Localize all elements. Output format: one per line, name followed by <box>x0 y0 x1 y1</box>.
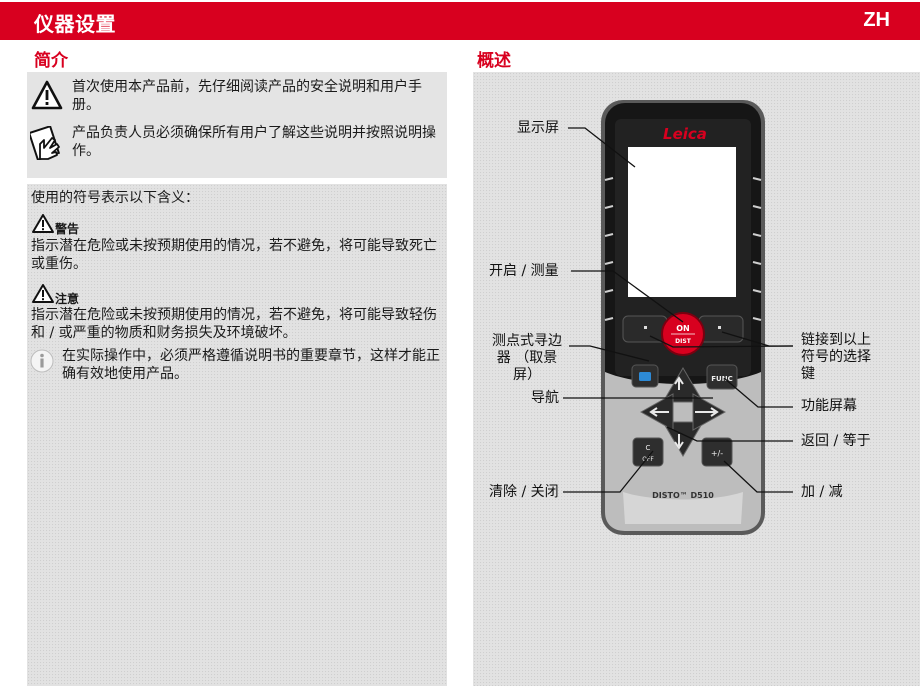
func-leader <box>723 377 793 408</box>
label-on-measure: 开启 / 测量 <box>489 263 559 279</box>
model-name: DISTO™ D510 <box>652 491 714 500</box>
off-key-label: OFF <box>642 456 654 463</box>
overview-heading: 概述 <box>477 51 511 71</box>
label-select-keys: 链接到以上符号的选择键 <box>801 332 871 382</box>
select-keys-leader-2 <box>649 335 794 348</box>
page-title: 仪器设置 <box>34 12 116 36</box>
warning-triangle-icon <box>31 80 63 110</box>
caution-text: 指示潜在危险或未按预期使用的情况，若不避免，将可能导致轻伤和 / 或严重的物质和… <box>31 307 437 341</box>
device-illustration: Leica ON DIST FUNC <box>563 100 794 535</box>
clear-key-label: C <box>646 444 651 452</box>
display-leader <box>568 127 636 168</box>
intro-panel: 首次使用本产品前，先仔细阅读产品的安全说明和用户手册。 产品负责人员必须确保所有… <box>27 72 447 178</box>
intro-text-1: 首次使用本产品前，先仔细阅读产品的安全说明和用户手册。 <box>72 79 422 113</box>
symbols-intro: 使用的符号表示以下含义： <box>31 190 199 206</box>
clear-off-key[interactable] <box>632 437 664 467</box>
display-screen <box>628 147 736 297</box>
label-function-screen: 功能屏幕 <box>801 398 857 414</box>
caution-icon <box>32 284 54 303</box>
caution-label: 注意 <box>55 292 80 306</box>
camera-icon <box>639 372 651 381</box>
warning-label: 警告 <box>55 222 80 236</box>
clear-off-leader <box>563 450 654 493</box>
header-bar: 仪器设置 ZH <box>0 2 920 40</box>
language-code: ZH <box>863 9 890 31</box>
warning-text: 指示潜在危险或未按预期使用的情况，若不避免，将可能导致死亡或重伤。 <box>31 238 437 272</box>
label-back-equal: 返回 / 等于 <box>801 433 871 449</box>
warning-icon <box>32 214 54 233</box>
overview-panel: Leica ON DIST FUNC <box>473 72 920 686</box>
intro-heading: 简介 <box>34 51 68 71</box>
on-key-label: ON <box>676 324 690 333</box>
symbols-panel: 使用的符号表示以下含义： 警告 指示潜在危险或未按预期使用的情况，若不避免，将可… <box>27 184 447 686</box>
label-point-finder: 测点式寻边器 （取景屏） <box>492 333 562 383</box>
plus-minus-key-label: +/- <box>711 449 723 458</box>
info-icon <box>30 349 54 373</box>
on-measure-leader <box>571 270 684 323</box>
label-clear-off: 清除 / 关闭 <box>489 484 559 500</box>
manual-hand-icon <box>30 126 61 160</box>
point-finder-leader <box>569 345 650 362</box>
brand-logo: Leica <box>663 125 707 143</box>
label-display: 显示屏 <box>517 120 559 136</box>
back-equal-leader <box>666 426 793 442</box>
intro-text-2: 产品负责人员必须确保所有用户了解这些说明并按照说明操作。 <box>72 125 436 159</box>
func-key-label: FUNC <box>711 375 732 383</box>
info-text: 在实际操作中，必须严格遵循说明书的重要章节，这样才能正确有效地使用产品。 <box>62 348 440 382</box>
dist-key-label: DIST <box>675 338 692 345</box>
label-plus-minus: 加 / 减 <box>801 484 843 500</box>
label-navigation: 导航 <box>531 390 559 406</box>
plus-minus-leader <box>723 460 793 493</box>
plus-minus-key[interactable] <box>701 437 733 467</box>
